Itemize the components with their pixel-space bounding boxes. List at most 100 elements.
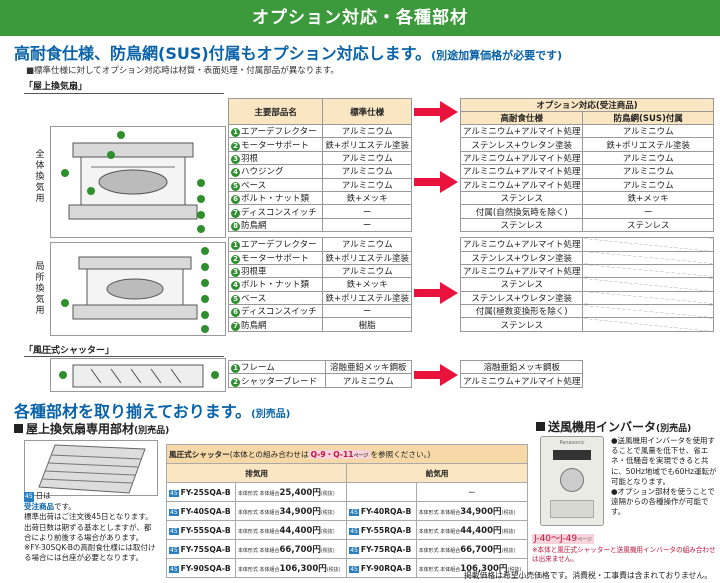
made-to-order-tail: です。 [54,502,76,512]
supply-price: 66,700円 [460,545,502,555]
local-fan-illustration [50,242,226,336]
supply-model: FY-40RQA-B [360,506,412,516]
not-applicable-cell [582,263,714,279]
standard-material: 樹脂 [322,317,412,332]
tax-note: (税抜) [507,567,522,573]
local-fan-drawing [61,247,209,333]
supply-model-cell [346,482,417,502]
part-name: モーターサポート [241,140,309,151]
roof-parts-title-text: 屋上換気扇専用部材 [26,422,135,436]
exhaust-model: FY-25SQA-B [180,487,231,497]
inverter-title: 送風機用インバータ(別売品) [536,418,691,435]
part-number-badge: 2 [231,141,240,151]
exhaust-price-cell: 本体形式 本体組合106,300円(税抜) [234,558,348,578]
part-number-badge: 6 [231,195,240,205]
spec-note: ■標準仕様に対してオプション対応時は材質・表面処理・付属部品が異なります。 [26,66,339,76]
page-ref-text: Q-9・Q-11 [310,449,354,459]
part-name: 防鳥網 [241,320,267,331]
standard-material: アルミニウム [322,177,412,192]
part-name: モーターサポート [241,253,309,264]
spec-note: 本体形式 本体組合 [418,567,461,573]
part-name: 防鳥網 [241,220,267,231]
headline-main: 高耐食仕様、防鳥網(SUS)付属もオプション対応します。 [14,44,432,63]
shutter-option-rows: 溶融亜鉛メッキ鋼板アルミニウム+アルマイト処理 [459,359,584,388]
part-name: シャッターブレード [241,376,317,387]
header-standard: 標準仕様 [322,98,412,125]
page-ref-link[interactable]: Q-9・Q-11ページ [308,449,371,459]
supply-price-cell: ー [415,482,529,502]
tax-note: (税抜) [320,529,335,535]
shutter-product-image [24,440,158,496]
not-applicable-cell [582,317,714,332]
bird-net-material: 鉄+ポリエステル塗装 [582,137,714,152]
option-full-row: アルミニウム+アルマイト処理アルミニウム [459,177,714,192]
high-corrosion-material: アルミニウム+アルマイト処理 [459,237,584,252]
high-corrosion-material: アルミニウム+アルマイト処理 [459,164,584,179]
option-full-row: アルミニウム+アルマイト処理アルミニウム [459,123,714,139]
supply-price: 34,900円 [460,507,502,517]
inverter-page-ref-link[interactable]: J-40〜J-49ページ [532,531,594,544]
standard-material: 鉄+メッキ [322,277,412,292]
roof-parts-title-sub: (別売品) [134,426,170,436]
option-local-row: ステンレス+ウレタン塗装 [459,290,714,306]
option-full-rows: アルミニウム+アルマイト処理アルミニウムステンレス+ウレタン塗装鉄+ポリエステル… [459,123,714,233]
square-bullet-icon [536,422,545,431]
option-local-rows: アルミニウム+アルマイト処理ステンレス+ウレタン塗装アルミニウム+アルマイト処理… [459,237,714,332]
standard-material: 溶融亜鉛メッキ鋼板 [324,359,413,375]
stock-footnote: ※FY-30SQK-Bの高耐食仕様には取付ける場合には台座が必要となります。 [24,543,156,563]
inverter-title-sub: (別売品) [656,424,692,434]
part-name: 羽根車 [241,267,267,278]
spec-note: 本体形式 本体組合 [418,548,461,554]
part-number-badge: 4 [231,281,240,291]
exhaust-price-cell: 本体形式 本体組合34,900円(税抜) [234,501,348,521]
high-corrosion-material: ステンレス+ウレタン塗装 [459,250,584,265]
spec-note: 本体形式 本体組合 [418,529,461,535]
high-corrosion-material: ステンレス [459,190,584,206]
exhaust-price: 34,900円 [279,507,321,517]
supply-header: 給気用 [346,463,528,483]
stock-badge: 45 [24,492,34,503]
bird-net-material: ー [582,204,714,219]
not-applicable-cell [582,304,714,319]
roof-section-label: 「屋上換気扇」 [24,82,88,92]
option-local-row: アルミニウム+アルマイト処理 [459,263,714,279]
option-full-row: ステンレス+ウレタン塗装鉄+ポリエステル塗装 [459,137,714,152]
part-name: エアーデフレクター [241,127,317,138]
high-corrosion-material: アルミニウム+アルマイト処理 [459,123,584,139]
supply-price-cell: 本体形式 本体組合34,900円(税抜) [415,501,529,521]
tax-note: (税抜) [501,510,516,516]
price-table-title: 風圧式シャッター [169,449,230,459]
standard-material: アルミニウム [322,164,412,179]
standard-material: アルミニウム [324,373,413,388]
spec-note: 本体形式 本体組合 [237,491,280,497]
tax-note: (税抜) [501,529,516,535]
part-number-badge: 4 [231,168,240,178]
arrow-head-1 [440,101,458,123]
bird-net-material: 鉄+メッキ [582,190,714,206]
high-corrosion-material: ステンレス+ウレタン塗装 [459,290,584,306]
header-option: オプション対応(受注商品) [460,98,714,112]
